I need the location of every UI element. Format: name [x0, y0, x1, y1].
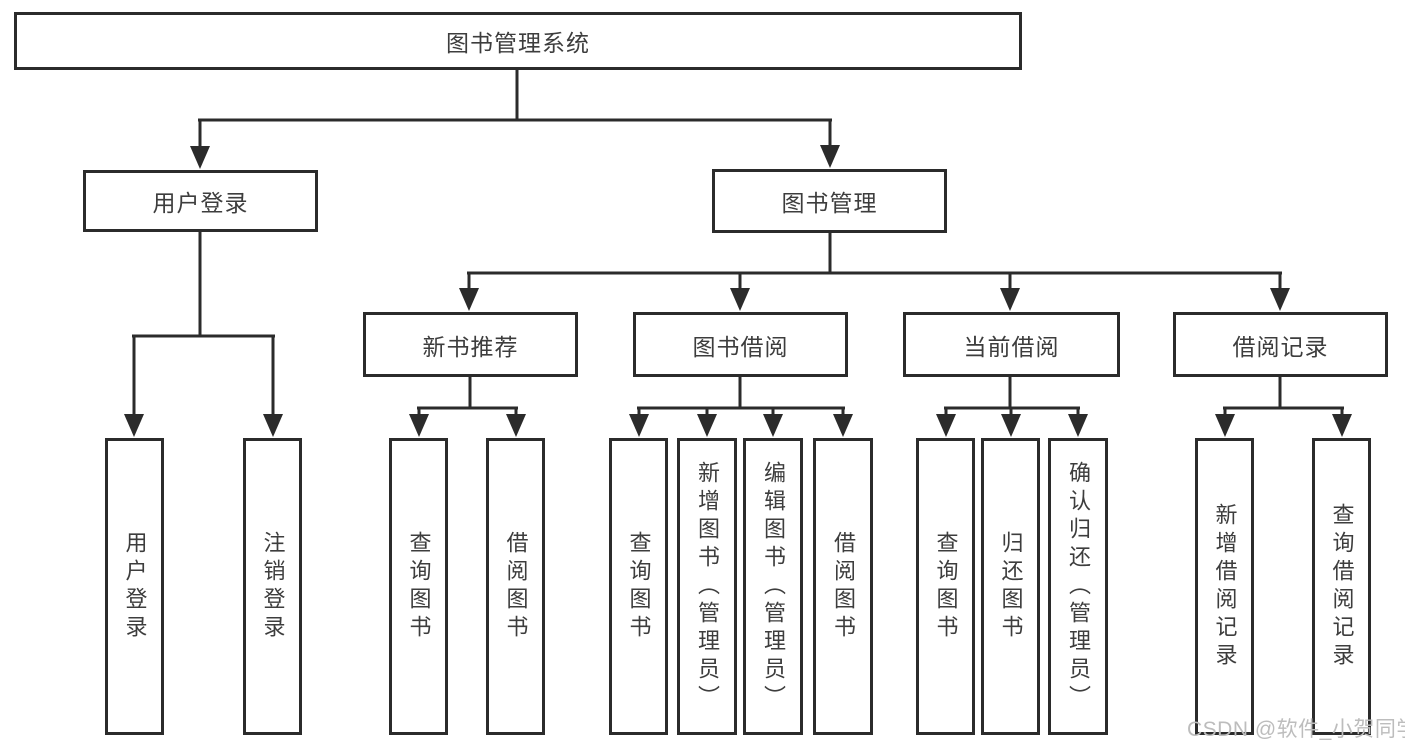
arrowhead [936, 414, 956, 437]
connector-borrow-records [1215, 377, 1352, 437]
leaf-add-books-admin-label: 新增图书（管理员） [695, 460, 720, 713]
leaf-borrow-books-recommend-label: 借阅图书 [503, 530, 529, 643]
node-borrow-records-label: 借阅记录 [1232, 333, 1329, 360]
arrowhead [820, 145, 840, 168]
leaf-add-borrow-record: 新增借阅记录 [1195, 438, 1254, 735]
leaf-borrow-books: 借阅图书 [813, 438, 873, 735]
arrowhead [124, 414, 144, 437]
arrowhead [1068, 414, 1088, 437]
leaf-confirm-return-admin-label: 确认归还（管理员） [1066, 460, 1091, 713]
leaf-confirm-return-admin: 确认归还（管理员） [1048, 438, 1108, 735]
arrowhead [1270, 288, 1290, 311]
connector-book-borrow [629, 377, 853, 437]
csdn-watermark: CSDN @软件_小贺同学 [1187, 718, 1405, 741]
arrowhead [730, 288, 750, 311]
arrowhead [763, 414, 783, 437]
connector-current-borrow [936, 377, 1088, 437]
connector-new-book-recommend [409, 377, 526, 437]
leaf-add-books-admin: 新增图书（管理员） [677, 438, 737, 735]
leaf-query-books-recommend: 查询图书 [389, 438, 448, 735]
arrowhead [190, 146, 210, 169]
node-current-borrow: 当前借阅 [903, 312, 1120, 377]
leaf-edit-books-admin-label: 编辑图书（管理员） [761, 460, 786, 713]
leaf-query-books-current-label: 查询图书 [933, 530, 959, 643]
leaf-logout: 注销登录 [243, 438, 302, 735]
leaf-query-books-recommend-label: 查询图书 [406, 530, 432, 643]
arrowhead [697, 414, 717, 437]
leaf-return-books-label: 归还图书 [998, 530, 1024, 643]
arrowhead [459, 288, 479, 311]
arrowhead [409, 414, 429, 437]
node-root: 图书管理系统 [14, 12, 1022, 70]
leaf-query-books-borrow: 查询图书 [609, 438, 668, 735]
leaf-return-books: 归还图书 [981, 438, 1040, 735]
node-user-login: 用户登录 [83, 170, 318, 232]
arrowhead [1332, 414, 1352, 437]
arrowhead [1215, 414, 1235, 437]
connector-root [190, 70, 840, 169]
node-root-label: 图书管理系统 [446, 30, 590, 56]
leaf-query-borrow-record-label: 查询借阅记录 [1329, 502, 1355, 671]
node-current-borrow-label: 当前借阅 [963, 333, 1060, 360]
node-new-book-recommend: 新书推荐 [363, 312, 578, 377]
node-book-borrow: 图书借阅 [633, 312, 848, 377]
leaf-user-login: 用户登录 [105, 438, 164, 735]
node-book-borrow-label: 图书借阅 [692, 333, 789, 360]
node-borrow-records: 借阅记录 [1173, 312, 1388, 377]
node-new-book-recommend-label: 新书推荐 [422, 333, 519, 360]
leaf-query-borrow-record: 查询借阅记录 [1312, 438, 1371, 735]
leaf-query-books-current: 查询图书 [916, 438, 975, 735]
arrowhead [833, 414, 853, 437]
node-book-management-label: 图书管理 [781, 190, 878, 216]
connector-book-management [459, 232, 1290, 311]
leaf-edit-books-admin: 编辑图书（管理员） [743, 438, 803, 735]
node-book-management: 图书管理 [712, 169, 947, 233]
arrowhead [506, 414, 526, 437]
leaf-add-borrow-record-label: 新增借阅记录 [1212, 502, 1238, 671]
leaf-borrow-books-label: 借阅图书 [831, 530, 856, 643]
arrowhead [263, 414, 283, 437]
leaf-borrow-books-recommend: 借阅图书 [486, 438, 545, 735]
arrowhead [629, 414, 649, 437]
leaf-user-login-label: 用户登录 [122, 530, 148, 643]
connector-user-login [124, 232, 283, 437]
node-user-login-label: 用户登录 [152, 190, 249, 216]
leaf-logout-label: 注销登录 [260, 530, 286, 643]
leaf-query-books-borrow-label: 查询图书 [626, 530, 652, 643]
arrowhead [1001, 414, 1021, 437]
arrowhead [1000, 288, 1020, 311]
